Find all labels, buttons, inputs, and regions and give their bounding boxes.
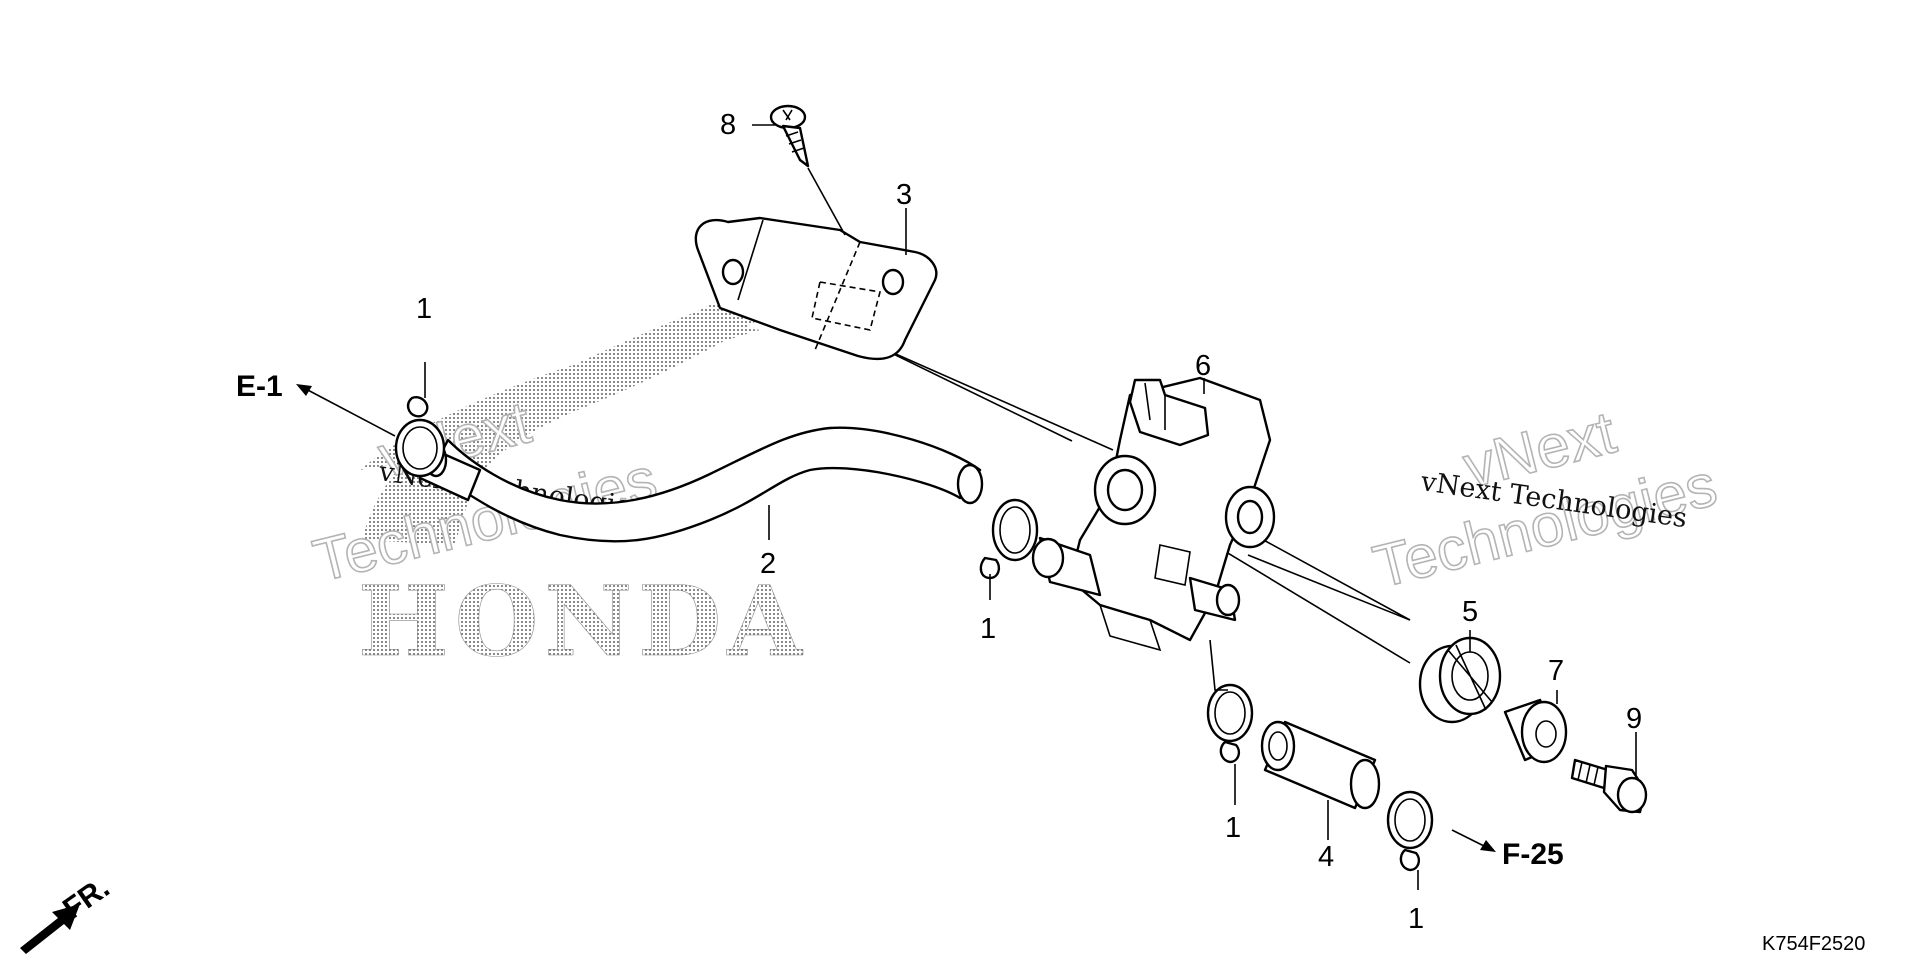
valve-part <box>1031 376 1276 652</box>
callout-cover: 3 <box>896 179 912 211</box>
callout-hose: 4 <box>1318 841 1334 873</box>
diagram-code: K754F2520 <box>1762 933 1865 955</box>
callout-collar: 7 <box>1548 655 1564 687</box>
honda-watermark: HONDA vNext Technologies vNext Technolog… <box>306 283 1724 678</box>
leader-lines <box>424 124 1637 890</box>
cover-hole-left <box>721 258 745 286</box>
hose-part <box>1260 720 1381 810</box>
clip-a-part <box>394 396 446 478</box>
callout-clip-d: 1 <box>1408 903 1424 935</box>
clip-c-part <box>1206 683 1254 764</box>
callout-rubber: 5 <box>1462 596 1478 628</box>
front-arrow-icon <box>20 904 80 954</box>
clip-b-part <box>979 498 1039 580</box>
screw-part <box>769 104 810 168</box>
callout-screw: 8 <box>720 109 736 141</box>
callout-labels: 1 1 1 1 2 3 4 5 6 7 8 9 <box>416 109 1642 935</box>
ref-label-e1: E-1 <box>236 370 283 403</box>
e1-arrowhead <box>296 384 312 396</box>
rubber-part <box>1418 636 1502 724</box>
collar-part <box>1503 698 1568 764</box>
cover-hole-right <box>881 268 905 296</box>
callout-tube: 2 <box>760 548 776 580</box>
callout-valve: 6 <box>1195 350 1211 382</box>
cover-part <box>694 216 938 361</box>
ref-label-f25: F-25 <box>1502 838 1564 871</box>
callout-clip-b: 1 <box>980 613 996 645</box>
clip-d-part <box>1386 790 1434 872</box>
honda-logo-text: HONDA <box>358 565 808 678</box>
callout-clip-a: 1 <box>416 293 432 325</box>
reference-arrows <box>20 384 1496 954</box>
callout-clip-c: 1 <box>1225 812 1241 844</box>
axis-line-mount-lower <box>1247 554 1411 621</box>
bolt-part <box>1570 758 1648 814</box>
f25-arrowhead <box>1480 840 1496 852</box>
callout-bolt: 9 <box>1626 703 1642 735</box>
